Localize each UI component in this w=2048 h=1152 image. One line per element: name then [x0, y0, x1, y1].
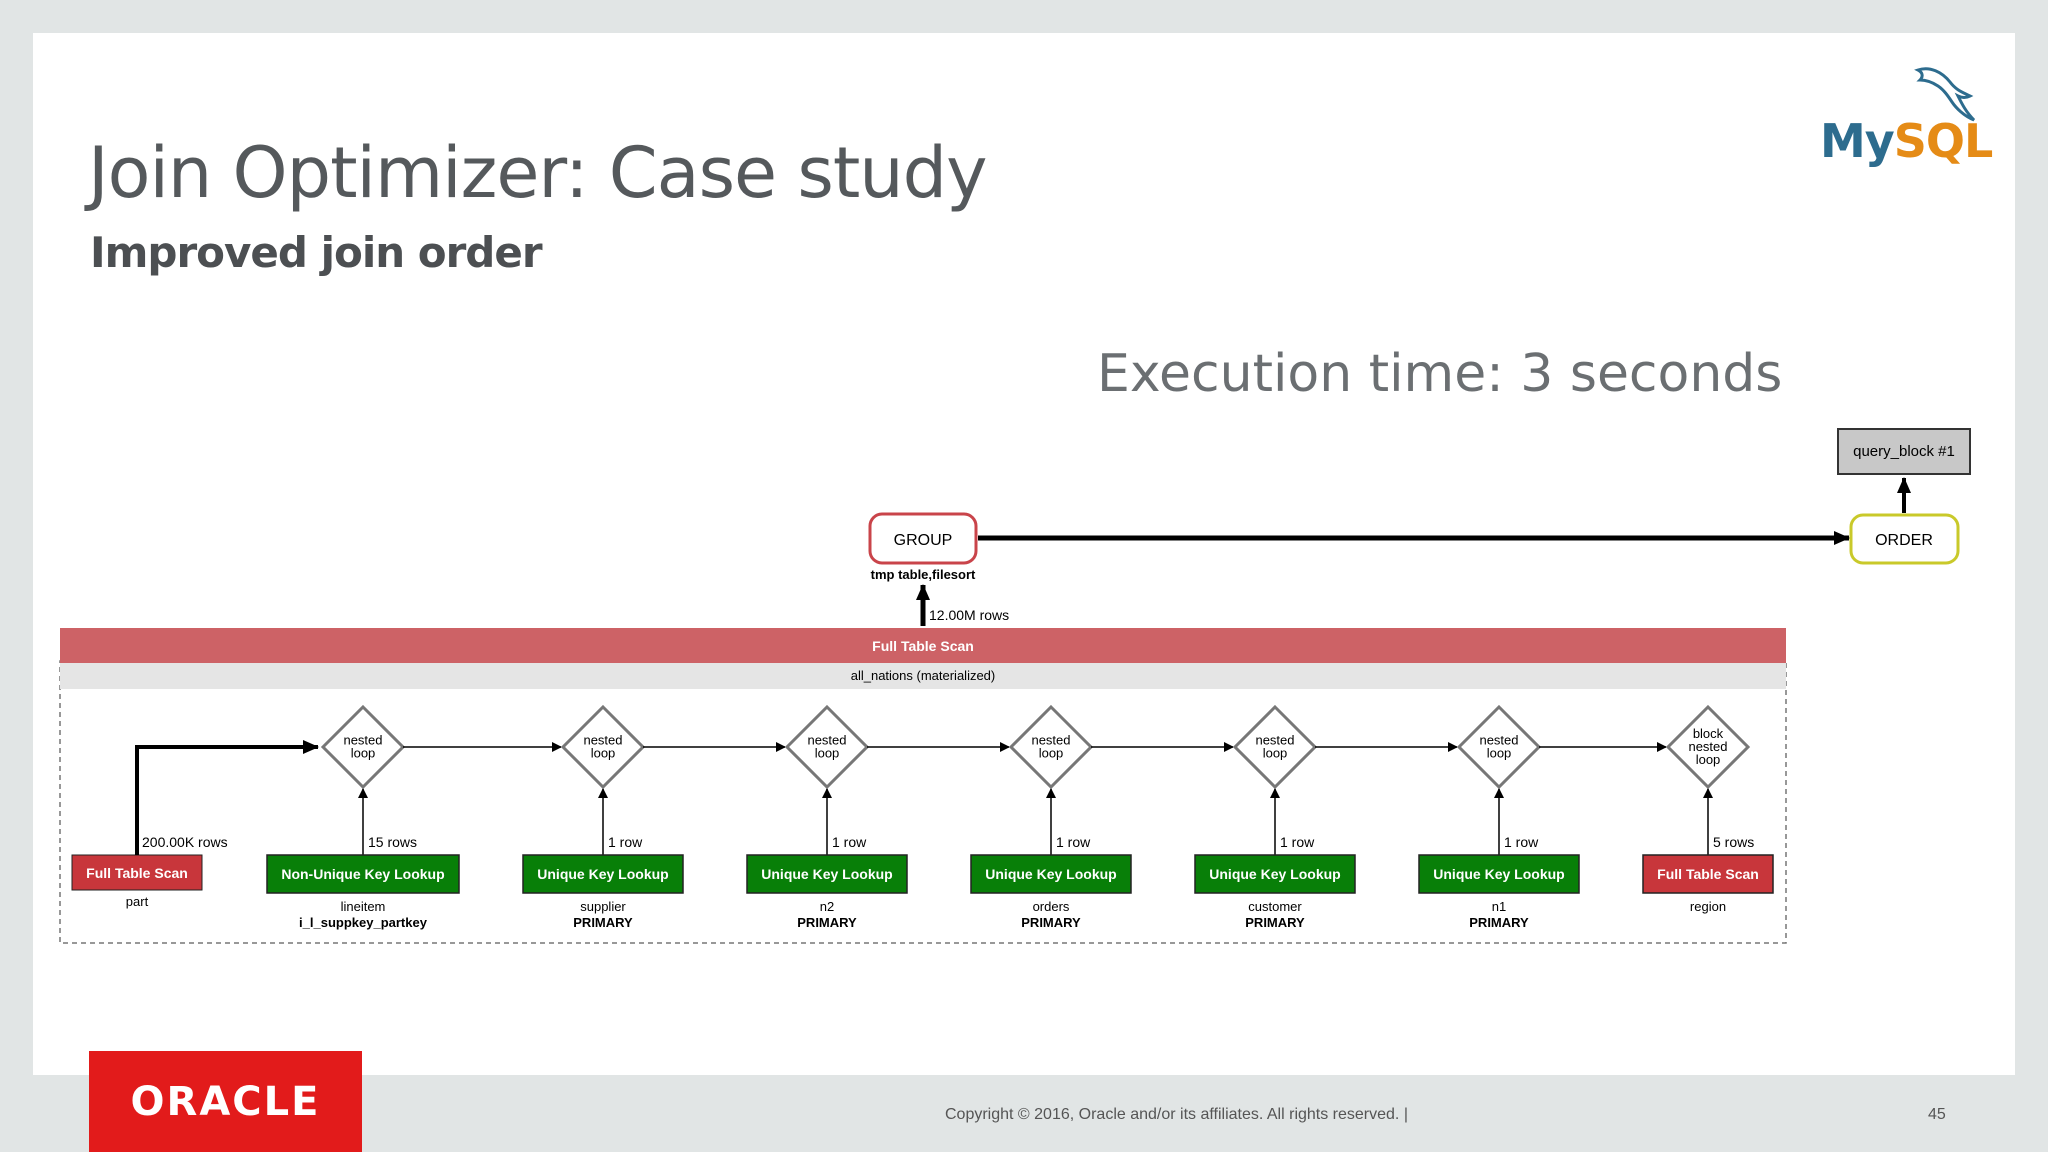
- join-operator-diamond: [1232, 704, 1318, 790]
- index-key-label: PRIMARY: [1021, 915, 1081, 930]
- access-method-box: [1642, 854, 1774, 894]
- join-operator-diamond: [1008, 704, 1094, 790]
- mysql-logo: MySQL: [1820, 62, 1993, 182]
- copyright-text: Copyright © 2016, Oracle and/or its affi…: [945, 1106, 1408, 1123]
- join-operator-label: nested: [1255, 733, 1294, 748]
- materialized-container: Full Table Scan all_nations (materialize…: [59, 628, 1787, 944]
- join-rows-label: 1 row: [1504, 834, 1539, 850]
- group-node: GROUP: [868, 512, 978, 565]
- access-method-box: [746, 854, 908, 894]
- access-method-box: [970, 854, 1132, 894]
- materialized-scan-label: Full Table Scan: [872, 638, 974, 654]
- access-method-label: Unique Key Lookup: [985, 866, 1116, 882]
- slide-title: Join Optimizer: Case study: [88, 132, 987, 214]
- join-operator-diamond: [1665, 704, 1751, 790]
- join-rows-label: 1 row: [832, 834, 867, 850]
- oracle-logo-text: ORACLE: [130, 1078, 321, 1125]
- join-operator-label: nested: [807, 733, 846, 748]
- join-operator-label: loop: [1039, 746, 1064, 761]
- join-rows-label: 1 row: [1280, 834, 1315, 850]
- part-rows-label: 200.00K rows: [142, 834, 228, 850]
- table-name-label: supplier: [580, 899, 626, 914]
- slide-subtitle: Improved join order: [90, 228, 543, 277]
- join-rows-label: 5 rows: [1713, 834, 1754, 850]
- join-operator-label: loop: [815, 746, 840, 761]
- access-method-box: [1194, 854, 1356, 894]
- index-key-label: PRIMARY: [1245, 915, 1305, 930]
- join-operator-diamond: [784, 704, 870, 790]
- part-table-node: Full Table Scan part: [71, 854, 203, 909]
- access-method-label: Non-Unique Key Lookup: [281, 866, 444, 882]
- join-operator-label: loop: [1263, 746, 1288, 761]
- part-to-join-edge: [135, 740, 319, 855]
- query-block-node: query_block #1: [1837, 428, 1971, 475]
- materialized-table-label: all_nations (materialized): [851, 668, 996, 683]
- access-method-label: Full Table Scan: [1657, 866, 1759, 882]
- group-note: tmp table,filesort: [871, 567, 976, 582]
- access-method-label: Unique Key Lookup: [761, 866, 892, 882]
- access-method-label: Unique Key Lookup: [537, 866, 668, 882]
- table-name-label: n1: [1492, 899, 1506, 914]
- table-name-label: lineitem: [341, 899, 386, 914]
- join-operator-label: nested: [1688, 739, 1727, 754]
- access-method-box: [266, 854, 460, 894]
- order-node: ORDER: [1849, 513, 1960, 565]
- order-label: ORDER: [1875, 532, 1933, 549]
- part-access-label: Full Table Scan: [86, 865, 188, 881]
- mysql-logo-sql: SQL: [1893, 114, 1994, 168]
- page-number: 45: [1928, 1106, 1946, 1123]
- join-operator-diamond: [320, 704, 406, 790]
- join-operator-diamond: [1456, 704, 1542, 790]
- group-rows-label: 12.00M rows: [929, 607, 1009, 623]
- part-table-label: part: [126, 894, 149, 909]
- index-key-label: PRIMARY: [797, 915, 857, 930]
- access-method-box: [522, 854, 684, 894]
- oracle-logo: ORACLE: [89, 1051, 362, 1152]
- access-method-label: Unique Key Lookup: [1433, 866, 1564, 882]
- table-name-label: orders: [1033, 899, 1070, 914]
- join-operator-label: loop: [1696, 752, 1721, 767]
- access-method-box: [1418, 854, 1580, 894]
- index-key-label: PRIMARY: [573, 915, 633, 930]
- table-name-label: region: [1690, 899, 1726, 914]
- dolphin-icon: [1914, 67, 1976, 122]
- join-operator-label: loop: [1487, 746, 1512, 761]
- join-rows-label: 15 rows: [368, 834, 417, 850]
- index-key-label: PRIMARY: [1469, 915, 1529, 930]
- join-operator-label: nested: [583, 733, 622, 748]
- join-operator-diamond: [560, 704, 646, 790]
- join-rows-label: 1 row: [608, 834, 643, 850]
- join-operator-label: loop: [591, 746, 616, 761]
- group-label: GROUP: [894, 532, 953, 549]
- join-rows-label: 1 row: [1056, 834, 1091, 850]
- join-operator-label: nested: [1031, 733, 1070, 748]
- mysql-logo-my: My: [1820, 114, 1895, 168]
- join-operator-label: nested: [343, 733, 382, 748]
- table-name-label: customer: [1248, 899, 1302, 914]
- query-block-label: query_block #1: [1853, 443, 1955, 460]
- join-operator-label: nested: [1479, 733, 1518, 748]
- index-key-label: i_l_suppkey_partkey: [299, 915, 428, 930]
- execution-time: Execution time: 3 seconds: [1097, 344, 1783, 404]
- access-method-label: Unique Key Lookup: [1209, 866, 1340, 882]
- join-operator-label: loop: [351, 746, 376, 761]
- mysql-logo-text: MySQL: [1820, 114, 1994, 168]
- table-name-label: n2: [820, 899, 834, 914]
- join-operator-label: block: [1693, 726, 1724, 741]
